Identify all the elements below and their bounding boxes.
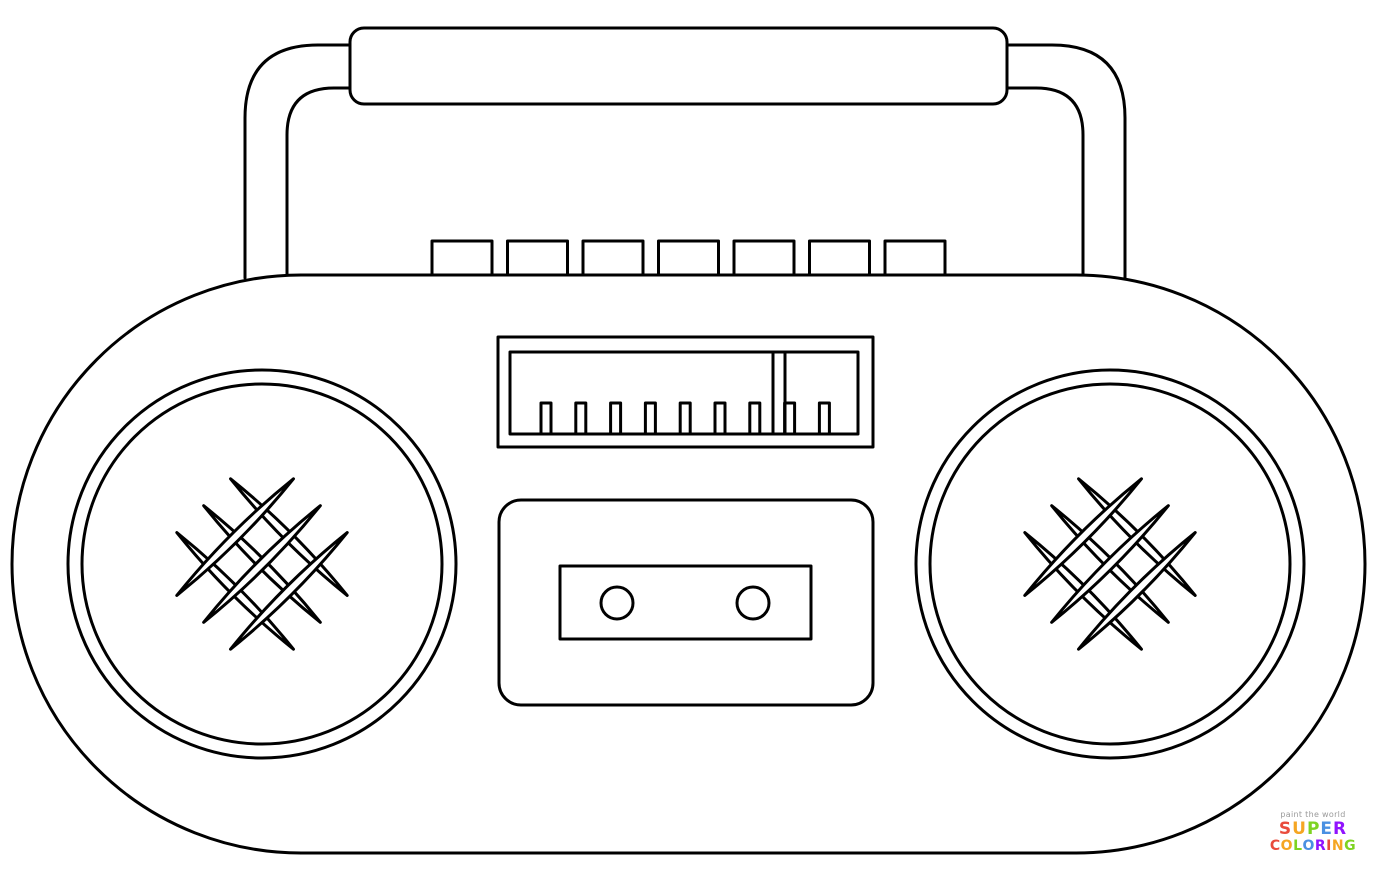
watermark-letter: C [1269, 838, 1281, 854]
radio-display [496, 335, 875, 449]
dial-tick [609, 401, 623, 436]
preset-buttons [430, 239, 947, 279]
grille-bar [175, 477, 295, 597]
watermark-letter: P [1306, 819, 1321, 839]
watermark-letter: R [1314, 838, 1327, 854]
grille-bar [1050, 504, 1170, 624]
handle-grip [348, 26, 1009, 106]
dial-tick [678, 401, 692, 436]
cassette-reel-left [599, 585, 635, 621]
preset-button-5 [732, 239, 796, 279]
grille-bar [1023, 477, 1143, 597]
watermark-word-super: SUPER [1258, 820, 1368, 838]
dial-tick [783, 401, 797, 436]
dial-tick [817, 401, 831, 436]
watermark-word-coloring: COLORING [1258, 838, 1368, 854]
watermark-letter: R [1333, 819, 1348, 839]
watermark-letter: S [1278, 819, 1293, 839]
preset-button-4 [657, 239, 720, 279]
watermark-letter: O [1280, 838, 1294, 854]
watermark-logo: paint the world SUPER COLORING [1258, 810, 1368, 870]
speaker-grille-right [1023, 477, 1197, 651]
handle [243, 26, 1127, 280]
boombox-body [10, 273, 1367, 855]
dial-tick [574, 401, 588, 436]
grille-bar [1077, 531, 1197, 651]
preset-button-6 [808, 239, 871, 279]
speaker-right [914, 368, 1306, 760]
speaker-left [66, 368, 458, 760]
preset-button-7 [883, 239, 947, 279]
dial-ticks [539, 401, 831, 436]
watermark-letter: E [1320, 819, 1334, 839]
watermark-letter: G [1344, 838, 1357, 854]
cassette-window [558, 564, 813, 641]
watermark-letter: I [1326, 838, 1332, 854]
speaker-grille-left [175, 477, 349, 651]
watermark-letter: U [1292, 819, 1307, 839]
grille-bar [229, 531, 349, 651]
grille-bar [202, 504, 322, 624]
cassette-reel-right [735, 585, 771, 621]
dial-tick [643, 401, 657, 436]
cassette-deck [497, 498, 875, 707]
preset-button-3 [581, 239, 645, 279]
dial-tick [748, 401, 762, 436]
watermark-letter: L [1293, 838, 1303, 854]
dial-tick [713, 401, 727, 436]
watermark-letter: N [1331, 838, 1345, 854]
preset-button-2 [506, 239, 569, 279]
dial-tick [539, 401, 553, 436]
watermark-tagline: paint the world [1280, 810, 1346, 819]
preset-button-1 [430, 239, 494, 279]
watermark-letter: O [1302, 838, 1315, 854]
